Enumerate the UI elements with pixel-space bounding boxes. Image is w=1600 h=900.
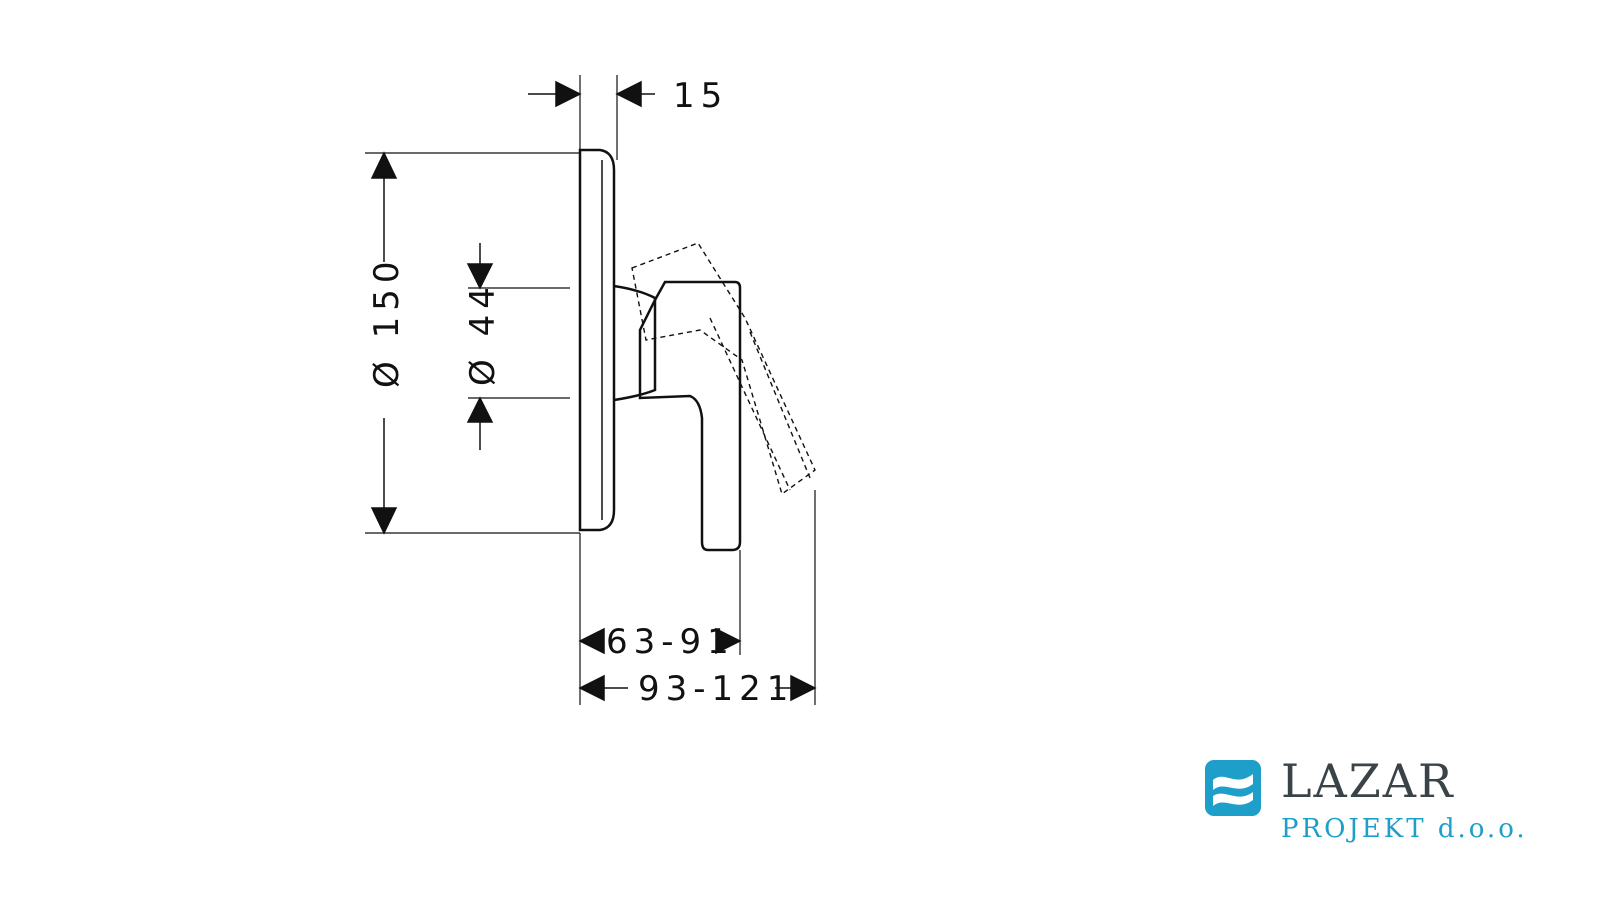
dim-rosette-diameter-label: Ø 150: [367, 256, 407, 388]
handle-alt-position: [631, 242, 816, 496]
dim-spindle-diameter: [466, 243, 494, 450]
spindle: [613, 284, 657, 402]
logo-name: LAZAR: [1281, 754, 1455, 808]
logo-wave-icon: [1205, 760, 1261, 816]
rosette-plate: [578, 148, 616, 532]
logo-subtitle: PROJEKT d.o.o.: [1281, 814, 1528, 844]
dim-handle-projection-max: [578, 674, 817, 702]
dim-rosette-diameter: [370, 151, 398, 535]
handle-ridge: [639, 299, 656, 331]
extension-lines: [365, 75, 816, 705]
dim-handle-projection: [578, 627, 742, 655]
dim-panel-depth: [528, 80, 655, 108]
dim-panel-depth-label: 15: [673, 76, 728, 116]
dim-handle-projection-label: 63-91: [606, 622, 735, 662]
dim-spindle-diameter-label: Ø 44: [463, 281, 503, 386]
company-logo: LAZAR PROJEKT d.o.o.: [1205, 754, 1565, 860]
handle-body: [638, 280, 742, 552]
fixture-outline: [578, 148, 742, 552]
dim-handle-projection-max-label: 93-121: [638, 669, 794, 709]
